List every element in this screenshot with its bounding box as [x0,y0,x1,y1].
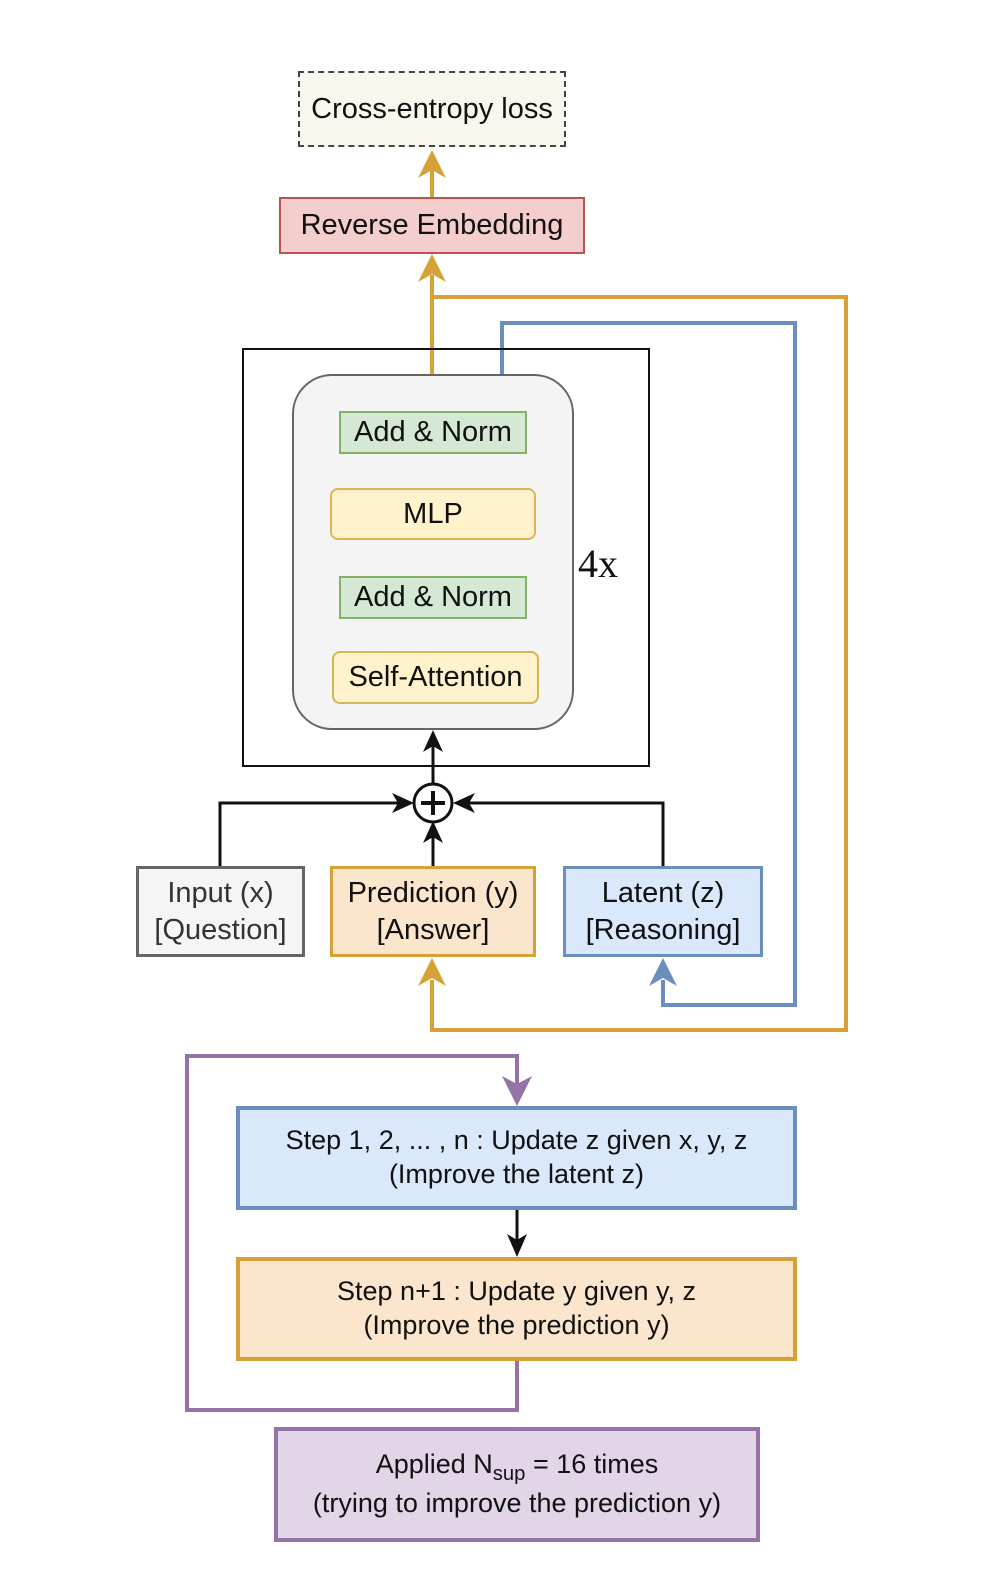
arrow-input-to-sum [218,793,414,866]
latent-label: Latent (z) [601,877,725,910]
arrow-step-latent-to-step-prediction [507,1210,527,1257]
add-norm-label: Add & Norm [354,416,512,449]
add-norm-node-bottom: Add & Norm [339,576,527,619]
add-norm-label: Add & Norm [354,581,512,614]
arrow-prediction-to-sum [423,821,443,866]
applied-prefix: Applied N [375,1448,493,1479]
prediction-sublabel: [Answer] [376,913,490,946]
mlp-label: MLP [403,497,463,530]
transformer-block-frame [242,348,650,767]
step-latent-label: Step 1, 2, ... , n : Update z given x, y… [285,1125,748,1156]
prediction-y-node: Prediction (y) [Answer] [330,866,536,957]
applied-subscript: sup [492,1463,526,1485]
arrow-latent-to-sum [453,793,665,866]
arrow-sum-to-block [423,730,443,784]
input-label: Input (x) [167,877,274,910]
cross-entropy-loss-node: Cross-entropy loss [298,71,566,147]
feedback-loop-latent [500,321,797,1007]
self-attention-node: Self-Attention [332,651,539,704]
recursion-loop [185,1054,532,1412]
latent-z-node: Latent (z) [Reasoning] [563,866,763,957]
step-prediction-label: Step n+1 : Update y given y, z [337,1276,696,1307]
sum-node [412,782,454,824]
applied-sublabel: (trying to improve the prediction y) [312,1488,722,1519]
add-norm-node-top: Add & Norm [339,411,527,454]
latent-sublabel: [Reasoning] [585,913,741,946]
reverse-embedding-label: Reverse Embedding [300,209,564,242]
mlp-node: MLP [330,488,536,540]
arrow-block-to-reverse-embedding [418,254,446,374]
applied-label: Applied Nsup = 16 times [376,1448,659,1487]
prediction-label: Prediction (y) [347,877,519,910]
applied-suffix: = 16 times [525,1448,659,1479]
input-x-node: Input (x) [Question] [136,866,305,957]
reverse-embedding-node: Reverse Embedding [279,197,585,254]
feedback-loop-prediction [418,295,848,1032]
step-prediction-sublabel: (Improve the prediction y) [363,1310,670,1340]
input-sublabel: [Question] [154,913,287,946]
arrow-reverse-embedding-to-loss [418,150,446,197]
loss-label: Cross-entropy loss [311,92,553,125]
self-attention-label: Self-Attention [348,661,523,694]
repeat-count-label: 4x [578,541,618,586]
step-latent-sublabel: (Improve the latent z) [388,1159,645,1189]
step-update-prediction-node: Step n+1 : Update y given y, z (Improve … [236,1257,797,1361]
applied-nsup-node: Applied Nsup = 16 times (trying to impro… [274,1427,760,1542]
step-update-latent-node: Step 1, 2, ... , n : Update z given x, y… [236,1106,797,1210]
